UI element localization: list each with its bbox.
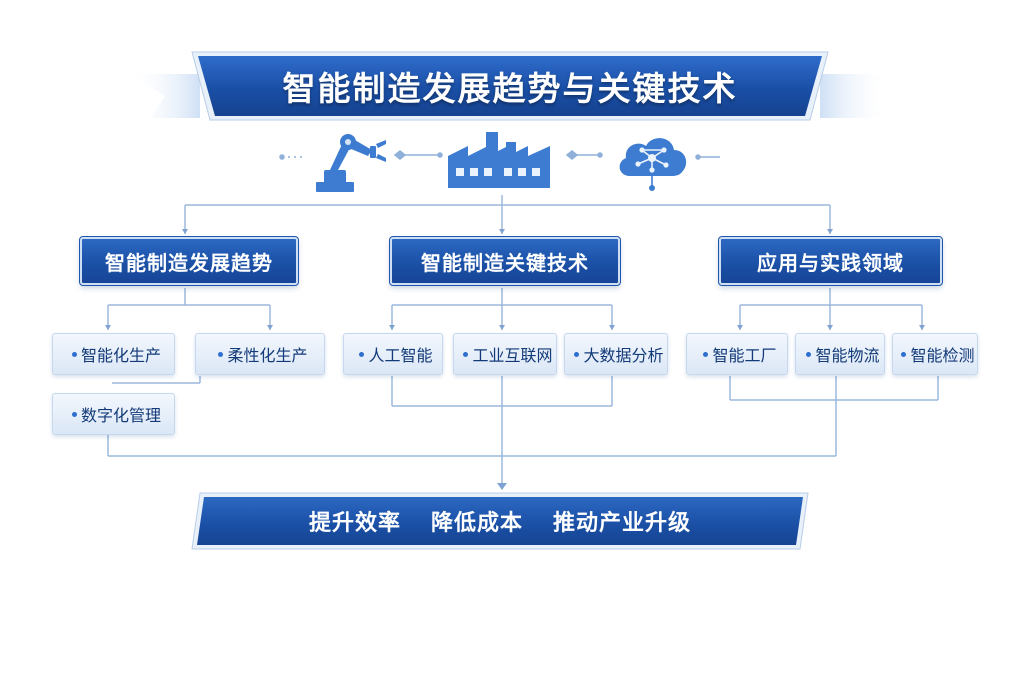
tree-lines <box>107 195 939 484</box>
title-banner: 智能制造发展趋势与关键技术 <box>190 50 830 122</box>
bullet-dot <box>901 351 907 357</box>
leaf-flexible-production: 柔性化生产 <box>195 333 325 375</box>
bullet-dot <box>806 351 812 357</box>
leaf-digital-management: 数字化管理 <box>52 393 175 435</box>
leaf-ai: 人工智能 <box>343 333 443 375</box>
outcome-banner: 提升效率 降低成本 推动产业升级 <box>190 491 810 551</box>
category-key-tech: 智能制造关键技术 <box>389 236 621 286</box>
factory-icon <box>448 132 550 188</box>
icon-row-connectors <box>279 150 720 160</box>
title-ribbon-right <box>820 74 890 118</box>
leaf-smart-factory: 智能工厂 <box>686 333 788 375</box>
bullet-dot <box>574 351 580 357</box>
bullet-dot <box>218 351 224 357</box>
category-trends: 智能制造发展趋势 <box>79 236 299 286</box>
bullet-dot <box>463 351 469 357</box>
robot-arm-icon <box>316 134 386 192</box>
leaf-smart-inspection: 智能检测 <box>892 333 978 375</box>
bullet-dot <box>703 351 709 357</box>
bullet-dot <box>71 411 77 417</box>
leaf-industrial-internet: 工业互联网 <box>453 333 557 375</box>
page-title: 智能制造发展趋势与关键技术 <box>282 69 738 108</box>
outcome-cost: 降低成本 <box>430 511 523 536</box>
cloud-network-icon <box>619 138 687 191</box>
leaf-smart-logistics: 智能物流 <box>795 333 885 375</box>
title-ribbon-left <box>130 74 200 118</box>
bullet-dot <box>71 351 77 357</box>
bullet-dot <box>359 351 365 357</box>
outcome-upgrade: 推动产业升级 <box>553 511 692 536</box>
category-applications: 应用与实践领域 <box>718 236 943 286</box>
leaf-big-data: 大数据分析 <box>564 333 668 375</box>
outcome-efficiency: 提升效率 <box>308 511 401 536</box>
tree-arrowheads <box>105 229 925 490</box>
leaf-intelligent-production: 智能化生产 <box>52 333 175 375</box>
